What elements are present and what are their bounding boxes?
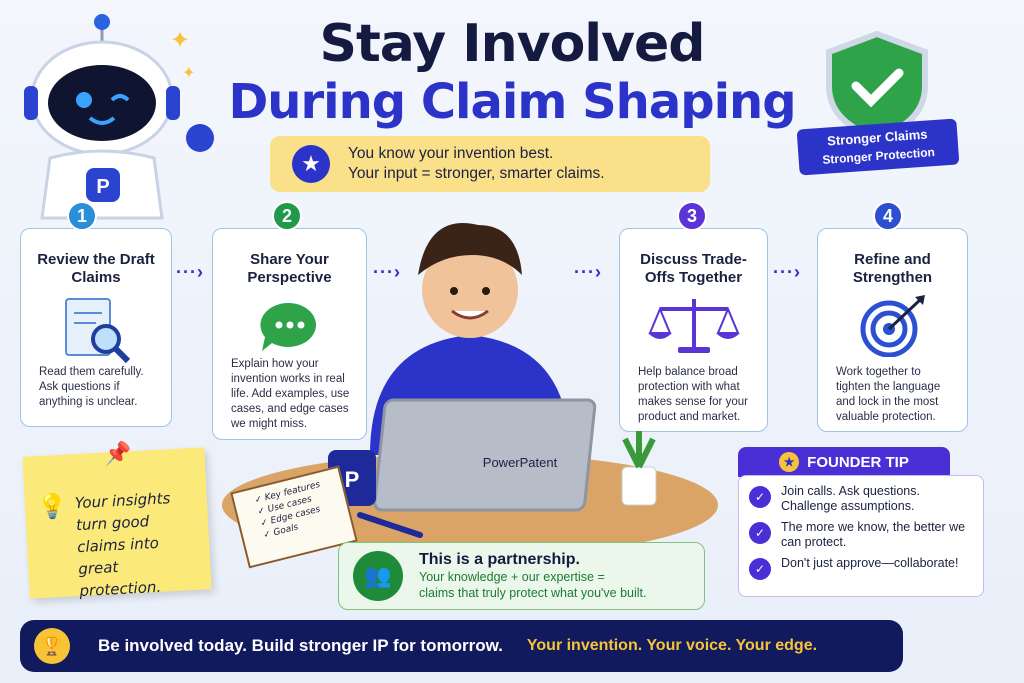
- step-title: Refine and Strengthen: [830, 251, 955, 287]
- partnership-line-1: Your knowledge + our expertise =: [419, 569, 646, 585]
- target-icon: [853, 293, 933, 357]
- tip-text: Join calls. Ask questions. Challenge ass…: [781, 484, 973, 514]
- arrow-icon: ···›: [176, 262, 204, 283]
- banner-white-text: Be involved today. Build stronger IP for…: [98, 636, 503, 656]
- bottom-banner: 🏆 Be involved today. Build stronger IP f…: [20, 620, 903, 672]
- founder-tip-title: FOUNDER TIP: [807, 454, 909, 471]
- tip-item: ✓ Join calls. Ask questions. Challenge as…: [749, 484, 973, 514]
- partnership-callout: 👥 This is a partnership. Your knowledge …: [338, 542, 705, 610]
- sticky-note: 💡 📌 Your insights turn good claims into …: [22, 447, 211, 598]
- banner-yellow-text: Your invention. Your voice. Your edge.: [527, 637, 817, 655]
- sticky-note-text: Your insights turn good claims into grea…: [74, 489, 170, 600]
- check-icon: ✓: [749, 558, 771, 580]
- tip-item: ✓ Don't just approve—collaborate!: [749, 556, 973, 580]
- partnership-line-2: claims that truly protect what you've bu…: [419, 585, 646, 601]
- tip-item: ✓ The more we know, the better we can pro…: [749, 520, 973, 550]
- step-number-1: 1: [67, 201, 97, 231]
- step-number-4: 4: [873, 201, 903, 231]
- intro-line-2: Your input = stronger, smarter claims.: [348, 165, 605, 182]
- tip-text: Don't just approve—collaborate!: [781, 556, 958, 571]
- step-text: Read them carefully. Ask questions if an…: [39, 365, 161, 410]
- partnership-title: This is a partnership.: [419, 551, 646, 569]
- step-card-4: Refine and Strengthen Work together to t…: [817, 228, 968, 432]
- svg-text:P: P: [96, 176, 109, 198]
- step-title: Review the Draft Claims: [33, 251, 159, 287]
- stronger-claims-badge: Stronger ClaimsStronger Protection: [790, 28, 965, 178]
- step-card-1: Review the Draft Claims Read them carefu…: [20, 228, 172, 427]
- intro-callout: ★ You know your invention best. Your inpu…: [270, 136, 710, 192]
- laptop-brand-text: PowerPatent: [483, 455, 558, 470]
- arrow-icon: ···›: [773, 262, 801, 283]
- step-text: Work together to tighten the language an…: [836, 365, 957, 425]
- intro-line-1: You know your invention best.: [348, 145, 553, 162]
- lightbulb-icon: 💡: [36, 495, 67, 519]
- check-icon: ✓: [749, 486, 771, 508]
- svg-text:P: P: [345, 467, 360, 492]
- star-icon: ★: [779, 452, 799, 472]
- pushpin-icon: 📌: [104, 443, 133, 466]
- tip-text: The more we know, the better we can prot…: [781, 520, 973, 550]
- check-icon: ✓: [749, 522, 771, 544]
- document-magnifier-icon: [56, 295, 136, 367]
- people-group-icon: 👥: [353, 551, 403, 601]
- trophy-icon: 🏆: [34, 628, 70, 664]
- star-icon: ★: [292, 145, 330, 183]
- founder-tip-box: ★ FOUNDER TIP ✓ Join calls. Ask questions.…: [738, 447, 984, 597]
